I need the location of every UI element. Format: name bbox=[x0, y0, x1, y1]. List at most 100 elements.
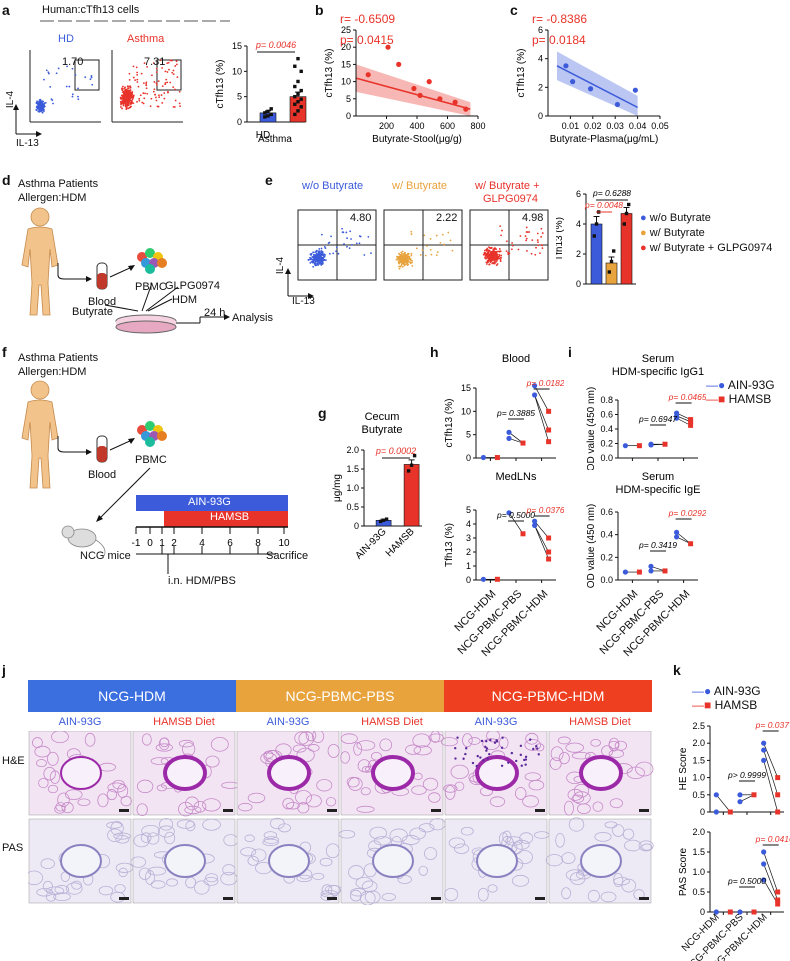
y-tick-label: 0.6 bbox=[600, 410, 613, 420]
pair-line bbox=[534, 520, 549, 539]
flow-dot bbox=[129, 89, 132, 91]
y-tick-label: 1 bbox=[466, 561, 471, 571]
flow-dot bbox=[39, 99, 42, 102]
flow-dot bbox=[443, 243, 445, 246]
flow-dot bbox=[168, 68, 170, 71]
diet-label-2: HAMSB Diet bbox=[153, 716, 215, 728]
data-point bbox=[293, 112, 297, 117]
flow-dot bbox=[142, 82, 145, 85]
flow-dot bbox=[398, 267, 401, 270]
panel-a-asthma-label: Asthma bbox=[127, 33, 165, 45]
scale-bar bbox=[223, 897, 233, 900]
flow-dot bbox=[495, 252, 498, 255]
chart-title: Blood bbox=[502, 353, 530, 365]
data-point-hamsb bbox=[546, 556, 552, 562]
flow-dot bbox=[342, 231, 345, 234]
panel-a-flow-plots bbox=[29, 50, 183, 123]
data-point-ain bbox=[648, 568, 654, 574]
alveolus bbox=[47, 784, 59, 794]
flow-dot bbox=[404, 253, 406, 255]
flow-dot bbox=[134, 79, 137, 82]
alveolus bbox=[262, 838, 279, 846]
flow-dot bbox=[138, 97, 141, 100]
flow-dot bbox=[506, 240, 508, 243]
flow-dot bbox=[128, 72, 131, 75]
data-point bbox=[299, 69, 303, 74]
alveolus bbox=[130, 856, 147, 868]
flow-dot bbox=[307, 259, 310, 261]
flow-dot bbox=[122, 104, 125, 107]
alveolus bbox=[325, 843, 340, 859]
flow-dot bbox=[435, 254, 438, 257]
y-axis-label: PAS Score bbox=[678, 847, 689, 896]
flow-dot bbox=[540, 235, 543, 238]
data-point-hamsb bbox=[688, 417, 694, 423]
alveolus bbox=[525, 732, 539, 745]
inflammatory-cell bbox=[480, 739, 484, 743]
data-point-ain bbox=[761, 849, 767, 855]
alveolus bbox=[66, 882, 83, 895]
y-tick-label: 25 bbox=[341, 25, 351, 35]
data-point bbox=[463, 106, 469, 112]
scale-bar bbox=[431, 897, 441, 900]
panel-f-blood: Blood bbox=[88, 469, 117, 481]
y-tick-label: 0.4 bbox=[600, 424, 613, 434]
data-point bbox=[384, 517, 389, 521]
alveolus bbox=[356, 740, 376, 751]
alveolus bbox=[295, 790, 312, 805]
alveolus bbox=[641, 843, 653, 851]
p-value: p= 0.6288 bbox=[592, 188, 631, 198]
y-tick-label: 1.0 bbox=[346, 483, 359, 493]
flow-dot bbox=[169, 59, 172, 62]
alveolus bbox=[401, 835, 420, 845]
flow-dot bbox=[125, 92, 128, 95]
alveolus bbox=[325, 797, 337, 807]
y-tick-label: 0 bbox=[576, 279, 581, 289]
y-tick-label: 10 bbox=[232, 66, 242, 76]
flow-dot bbox=[128, 96, 131, 98]
alveolus bbox=[141, 733, 152, 746]
flow-dot bbox=[126, 94, 129, 97]
panel-e-label-3: w/ Butyrate + bbox=[475, 180, 540, 192]
flow-dot bbox=[39, 110, 42, 113]
y-tick-label: 5 bbox=[346, 94, 351, 104]
panel-d-blood: Blood bbox=[88, 296, 117, 308]
flow-dot bbox=[172, 73, 175, 75]
y-tick-label: 4 bbox=[538, 54, 543, 64]
data-point-ain bbox=[648, 563, 654, 569]
flow-dot bbox=[144, 92, 146, 95]
flow-dot bbox=[484, 249, 486, 252]
y-tick-label: 0 bbox=[538, 111, 543, 121]
flow-dot bbox=[139, 94, 142, 97]
alveolus bbox=[379, 738, 393, 752]
x-axis-label: Butyrate-Stool(μg/g) bbox=[372, 134, 462, 145]
flow-dot bbox=[346, 237, 348, 240]
legend-item: ● w/o Butyrate bbox=[640, 212, 711, 224]
timeline-tick-label: 2 bbox=[171, 538, 177, 549]
alveolus bbox=[594, 831, 612, 842]
flow-dot bbox=[423, 234, 426, 237]
alveolus bbox=[440, 737, 458, 747]
airway bbox=[476, 844, 518, 878]
row-label-pas: PAS bbox=[2, 842, 24, 854]
pair-line bbox=[508, 512, 524, 534]
inflammatory-cell bbox=[500, 746, 504, 749]
flow-dot bbox=[525, 237, 528, 240]
data-point bbox=[632, 87, 638, 93]
he-stain-image bbox=[28, 731, 132, 816]
inflammatory-cell bbox=[484, 745, 487, 749]
flow-dot bbox=[42, 109, 45, 112]
flow-dot bbox=[483, 251, 486, 254]
alveolus bbox=[156, 784, 168, 792]
he-stain-image bbox=[132, 731, 240, 817]
flow-dot bbox=[402, 260, 405, 262]
alveolus bbox=[572, 791, 591, 805]
panel-e-label-1: w/o Butyrate bbox=[302, 180, 364, 192]
alveolus bbox=[34, 745, 51, 758]
flow-dot bbox=[158, 96, 161, 98]
data-point bbox=[269, 112, 273, 117]
inflammatory-cell bbox=[507, 761, 510, 764]
data-point bbox=[296, 56, 300, 61]
flow-dot bbox=[155, 83, 158, 86]
